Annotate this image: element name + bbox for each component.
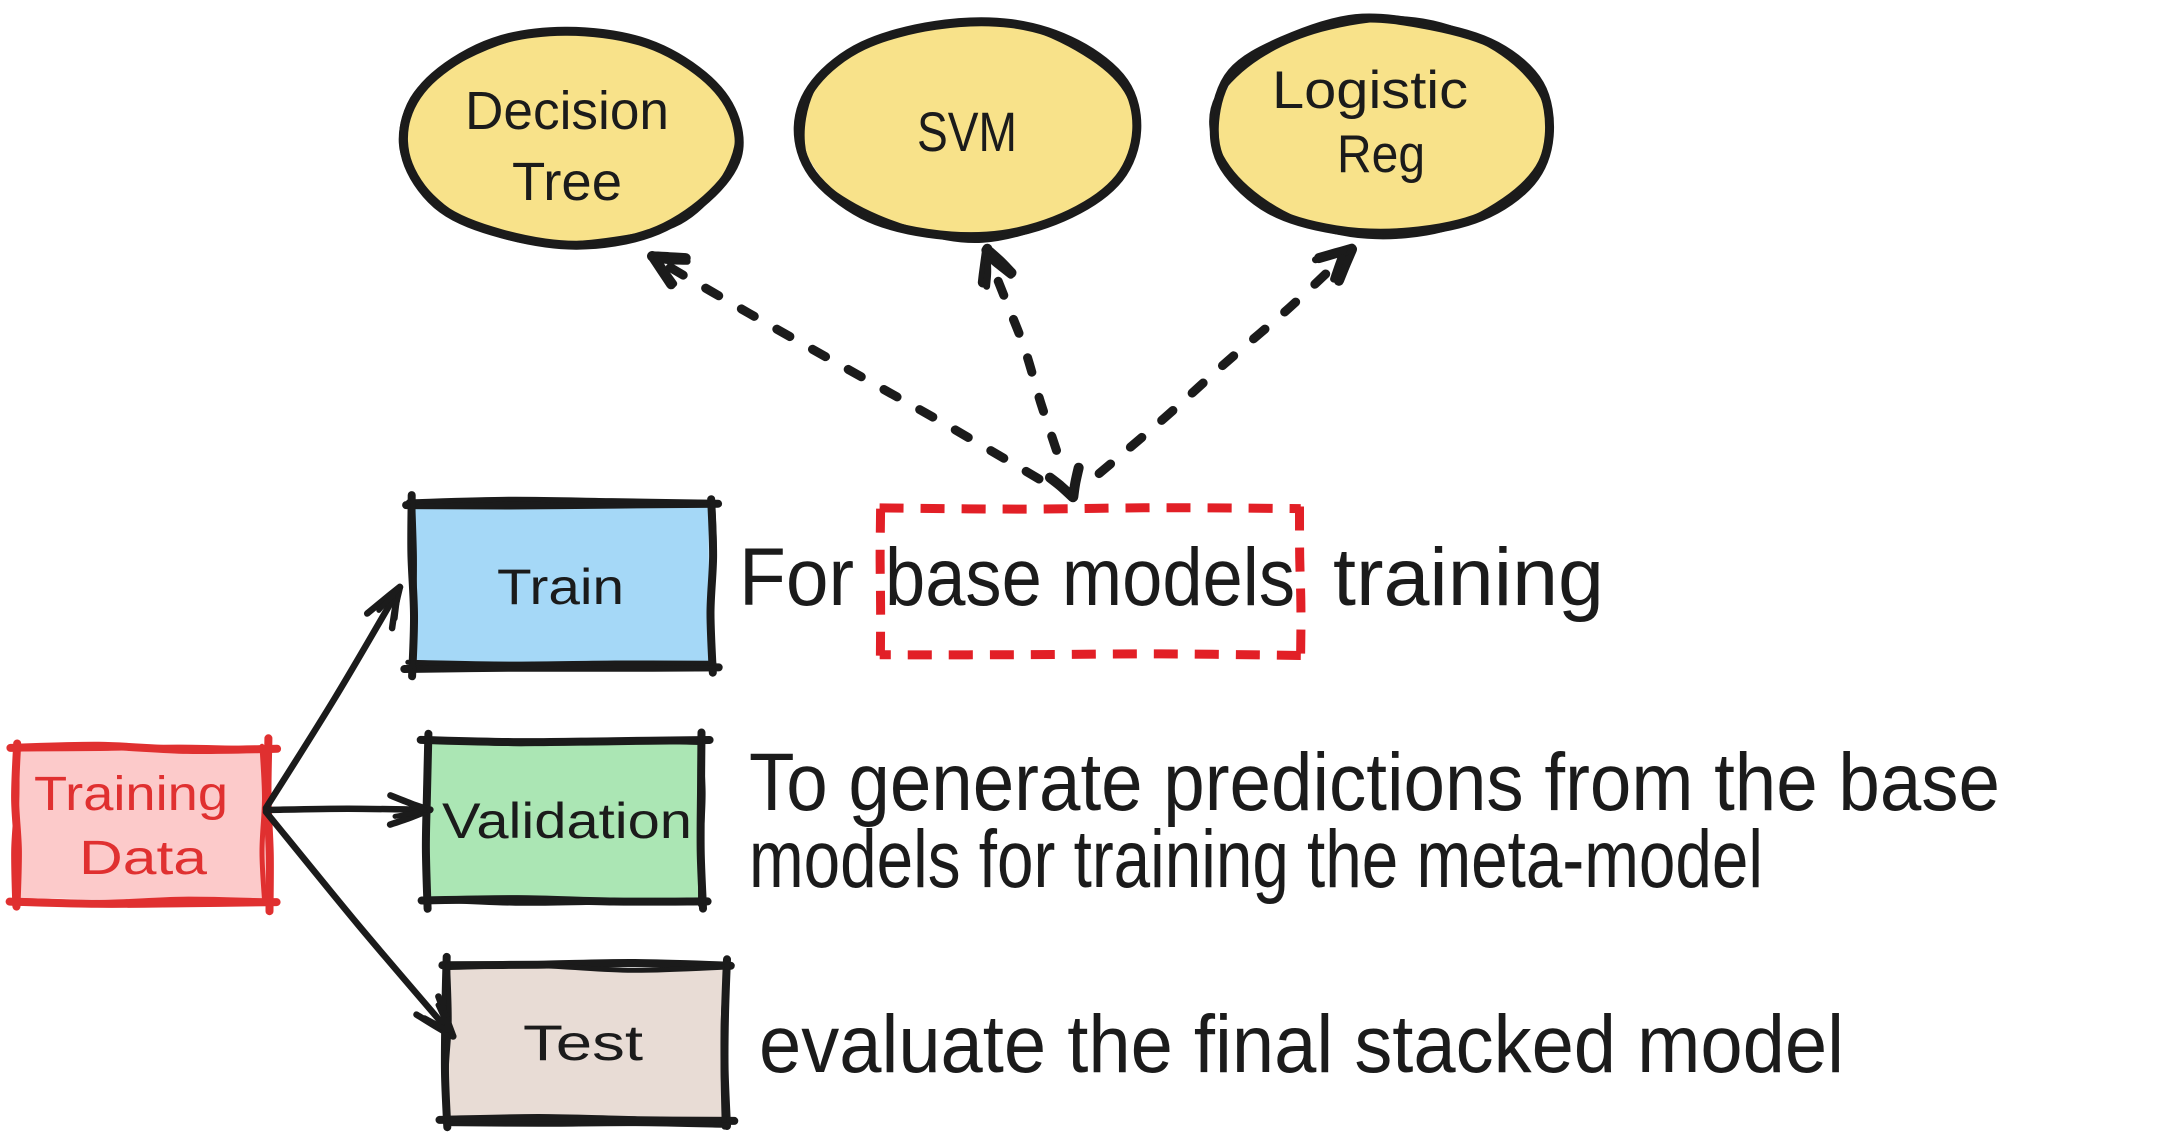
- svg-text:base models: base models: [885, 532, 1295, 623]
- svg-text:Tree: Tree: [512, 152, 622, 212]
- svg-text:Training: Training: [34, 768, 228, 821]
- svg-text:Logistic: Logistic: [1272, 61, 1468, 120]
- svg-text:Decision: Decision: [465, 81, 669, 141]
- svg-text:training: training: [1333, 532, 1604, 623]
- svg-text:For: For: [739, 532, 854, 623]
- svg-text:To generate predictions from t: To generate predictions from the base: [749, 737, 2000, 828]
- svg-text:Validation: Validation: [442, 793, 692, 849]
- svg-text:Test: Test: [523, 1015, 643, 1071]
- svg-text:evaluate the final stacked mod: evaluate the final stacked model: [759, 999, 1844, 1090]
- svg-text:Reg: Reg: [1337, 125, 1425, 184]
- svg-text:Data: Data: [79, 832, 207, 885]
- svg-text:Train: Train: [497, 559, 624, 615]
- svg-text:SVM: SVM: [917, 100, 1017, 163]
- svg-text:models for training the meta-m: models for training the meta-model: [749, 814, 1763, 905]
